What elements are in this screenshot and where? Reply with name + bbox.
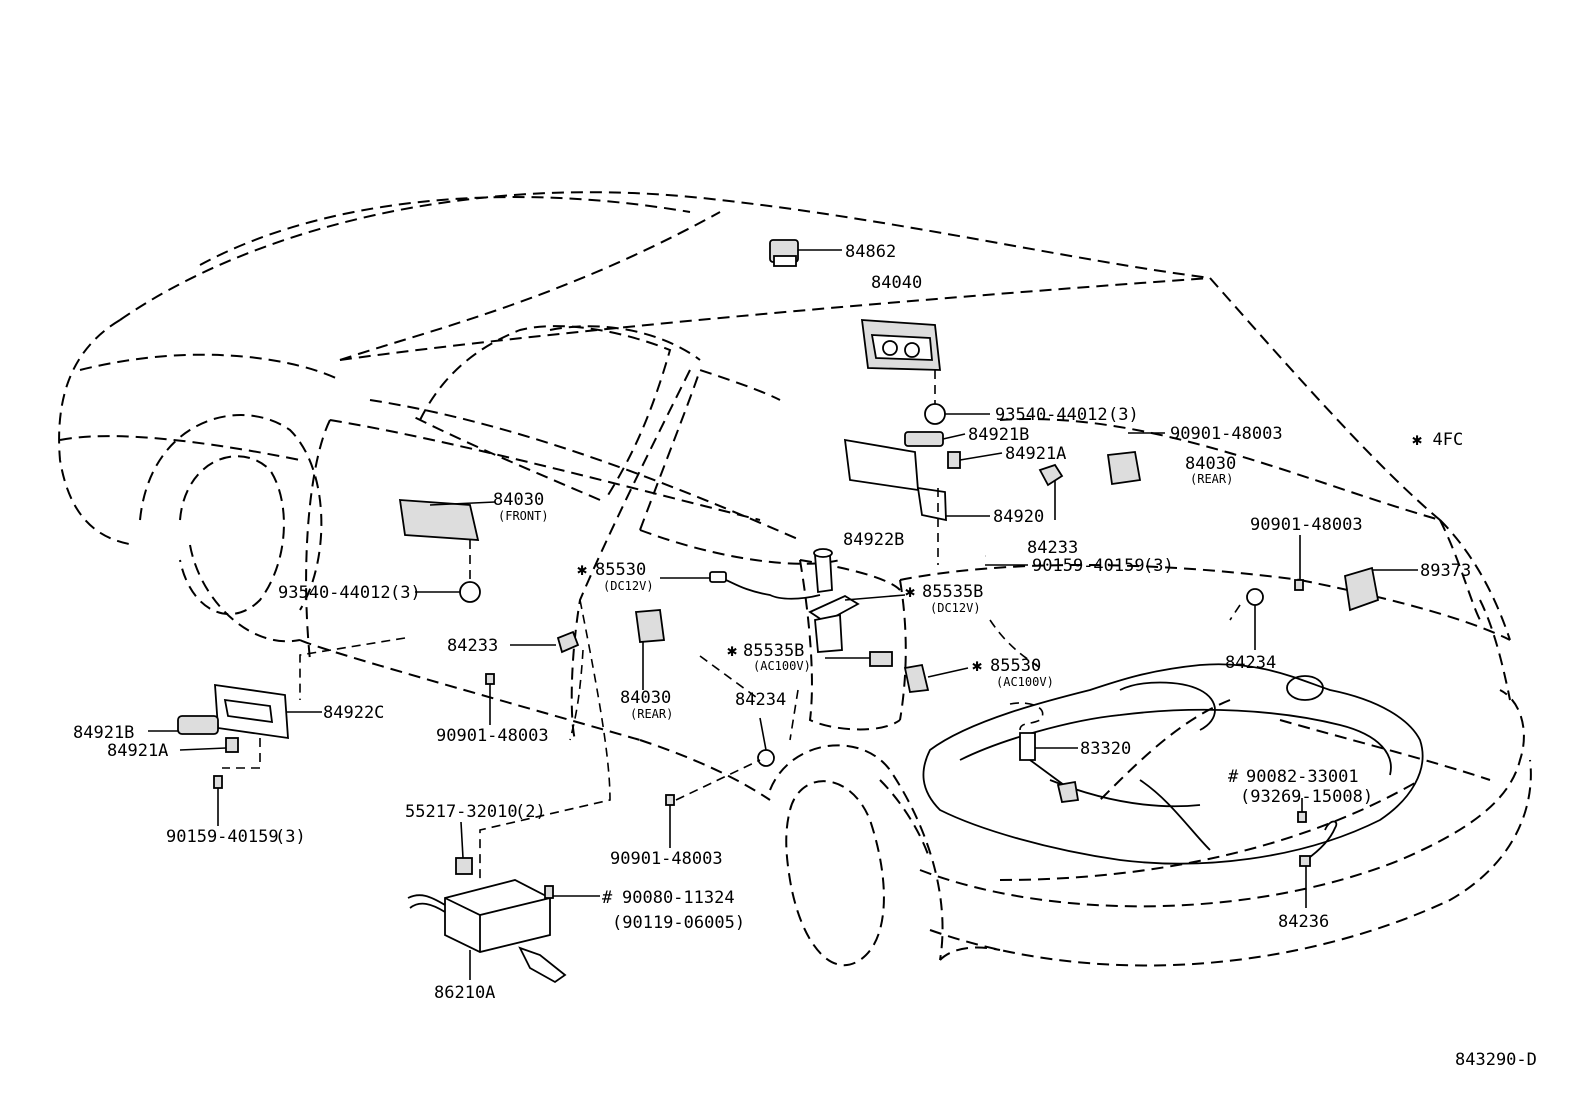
callout-90080-11324: 90080-11324 [622, 888, 735, 908]
callout-84030-rear-center: 84030 [620, 688, 671, 708]
callout-85535b-ac100v: 85535B [743, 641, 804, 661]
callout-84921b-left: 84921B [73, 723, 134, 743]
callout-84921a-right: 84921A [1005, 444, 1066, 464]
marker-90082: # [1228, 767, 1239, 787]
callout-90901-48003-left: 90901-48003 [436, 726, 549, 746]
callout-90159-40159-left: 90159-40159 [166, 827, 279, 847]
ecu-86210a-shape [444, 879, 551, 953]
callout-85530-dc12v: 85530 [595, 560, 646, 580]
callout-93540-44012-left: 93540-44012 [278, 583, 391, 603]
trunk-panel [922, 663, 1424, 865]
marker-85535b-dc: ✱ [905, 582, 915, 602]
callout-84236: 84236 [1278, 912, 1329, 932]
marker-85530-dc: ✱ [577, 560, 587, 580]
note-4fc: ✱ 4FC [1412, 430, 1463, 450]
callout-93540-44012-right: 93540-44012 [995, 405, 1108, 425]
callout-85535b-dc12v: 85535B [922, 582, 983, 602]
marker-85535b-ac: ✱ [727, 641, 737, 661]
callout-85530-dc12v-sub: (DC12V) [603, 579, 654, 593]
rear-switch-right-shape [1106, 451, 1142, 486]
callout-84233-right: 84233 [1027, 538, 1078, 558]
callout-84030-rear-right: 84030 [1185, 454, 1236, 474]
callout-84030-rear-center-sub: (REAR) [630, 707, 673, 721]
marker-85530-ac: ✱ [972, 656, 982, 676]
callout-90901-48003-bottom: 90901-48003 [610, 849, 723, 869]
part-89373-shape [1343, 566, 1380, 612]
bezel-84922b-shape [843, 438, 919, 492]
callout-89373: 89373 [1420, 561, 1471, 581]
callout-93540-44012-left-qty: (3) [390, 583, 421, 603]
callout-84040: 84040 [871, 273, 922, 293]
callout-93269-15008: (93269-15008) [1240, 787, 1373, 807]
callout-55217-32010: 55217-32010 [405, 802, 518, 822]
callout-labels: 84862 84040 93540-44012 (3) 84921B 84921… [73, 242, 1537, 1070]
diagram-id: 843290-D [1455, 1050, 1537, 1070]
marker-90080: # [602, 888, 613, 908]
callout-84922b: 84922B [843, 530, 904, 550]
callout-84234-right: 84234 [1225, 653, 1276, 673]
callout-86210a: 86210A [434, 983, 495, 1003]
callout-85535b-dc12v-sub: (DC12V) [930, 601, 981, 615]
callout-84920: 84920 [993, 507, 1044, 527]
car-body-outline [58, 191, 1532, 967]
callout-84030-front: 84030 [493, 490, 544, 510]
leader-lines [148, 249, 1418, 980]
callout-90159-40159-right-qty: (3) [1143, 556, 1174, 576]
rear-switch-center-shape [634, 609, 666, 643]
callout-90082-33001: 90082-33001 [1246, 767, 1359, 787]
callout-90159-40159-right: 90159-40159 [1032, 556, 1145, 576]
callout-84030-front-sub: (FRONT) [498, 509, 549, 523]
callout-84234-center: 84234 [735, 690, 786, 710]
callout-85530-ac100v-sub: (AC100V) [996, 675, 1054, 689]
callout-93540-44012-right-qty: (3) [1108, 405, 1139, 425]
callout-90159-40159-left-qty: (3) [275, 827, 306, 847]
callout-90901-48003-right: 90901-48003 [1250, 515, 1363, 535]
callout-84921a-left: 84921A [107, 741, 168, 761]
callout-84862: 84862 [845, 242, 896, 262]
part-shapes [177, 239, 1380, 984]
callout-84921b-right: 84921B [968, 425, 1029, 445]
callout-85530-ac100v: 85530 [990, 656, 1041, 676]
front-switch-84030-shape [398, 499, 480, 541]
callout-83320: 83320 [1080, 739, 1131, 759]
callout-90901-48003-top: 90901-48003 [1170, 424, 1283, 444]
callout-84922c: 84922C [323, 703, 384, 723]
callout-85535b-ac100v-sub: (AC100V) [753, 659, 811, 673]
callout-55217-32010-qty: (2) [515, 802, 546, 822]
callout-84233-left: 84233 [447, 636, 498, 656]
callout-84030-rear-right-sub: (REAR) [1190, 472, 1233, 486]
callout-90119-06005: (90119-06005) [612, 913, 745, 933]
